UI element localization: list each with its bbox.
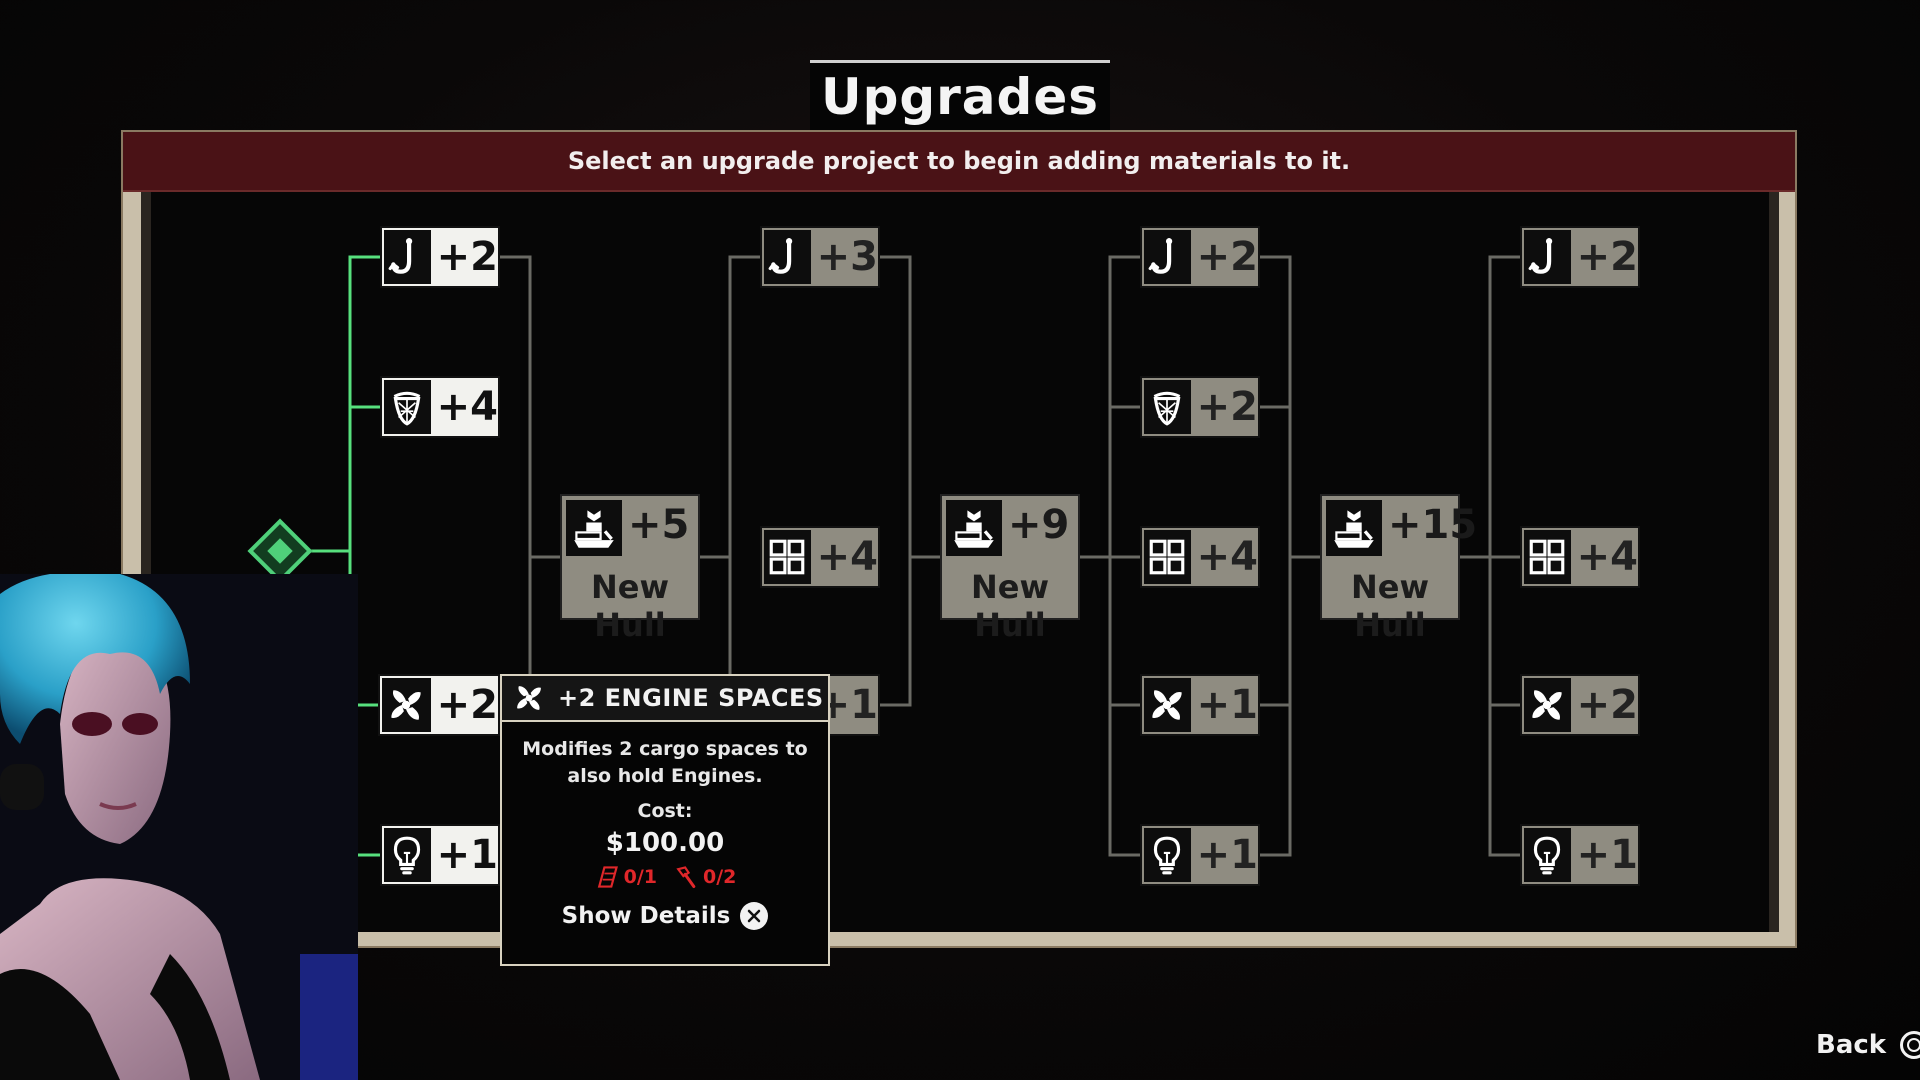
upgrade-node-net-slots[interactable]: +4 [380, 376, 500, 438]
ship-icon [1326, 500, 1382, 556]
page-title: Upgrades [820, 68, 1100, 126]
cost-label: Cost: [637, 800, 693, 822]
engine-fan-icon [1144, 678, 1191, 732]
upgrade-node-net-slots[interactable]: +2 [1140, 376, 1260, 438]
engine-fan-icon [512, 681, 546, 715]
hull-label: New Hull [970, 568, 1050, 644]
upgrade-node-rod-slots[interactable]: +2 [380, 226, 500, 288]
node-value: +1 [1576, 832, 1638, 878]
node-value: +2 [1196, 234, 1258, 280]
upgrade-node-rod-slots[interactable]: +2 [1520, 226, 1640, 288]
bolt-material-icon [673, 864, 699, 890]
node-value: +2 [1576, 234, 1638, 280]
tooltip-title: +2 ENGINE SPACES [558, 684, 824, 712]
streamer-webcam-overlay [0, 574, 358, 1080]
back-button[interactable]: Back [1816, 1030, 1920, 1060]
tooltip-header: +2 ENGINE SPACES [502, 676, 828, 722]
material-count: 0/2 [703, 866, 737, 888]
hull-label: New Hull [590, 568, 670, 644]
circle-button-icon [1900, 1031, 1920, 1059]
back-label: Back [1816, 1030, 1887, 1060]
instruction-banner: Select an upgrade project to begin addin… [123, 132, 1795, 192]
show-details-button[interactable]: Show Details [502, 902, 828, 930]
lightbulb-icon [384, 828, 431, 882]
upgrade-tooltip: +2 ENGINE SPACES Modifies 2 cargo spaces… [500, 674, 830, 966]
upgrade-node-light-slots[interactable]: +1 [1520, 824, 1640, 886]
cost-value: $100.00 [605, 828, 725, 858]
hook-icon [764, 230, 811, 284]
hull-label: New Hull [1350, 568, 1430, 644]
upgrade-node-rod-slots[interactable]: +3 [760, 226, 880, 288]
engine-fan-icon [382, 678, 431, 732]
hook-icon [1524, 230, 1571, 284]
upgrade-board: Select an upgrade project to begin addin… [121, 130, 1797, 948]
upgrade-node-new-hull-1[interactable]: +5 New Hull [560, 494, 700, 644]
engine-fan-icon [1524, 678, 1571, 732]
upgrade-node-grid-slots[interactable]: +4 [1520, 526, 1640, 588]
node-value: +1 [1196, 682, 1258, 728]
hull-value: +9 [1008, 502, 1070, 548]
node-value: +3 [816, 234, 878, 280]
hook-icon [384, 230, 431, 284]
ship-icon [566, 500, 622, 556]
lightbulb-icon [1524, 828, 1571, 882]
net-icon [1144, 380, 1191, 434]
node-value: +2 [436, 682, 498, 728]
material-count: 0/1 [623, 866, 657, 888]
hull-value: +5 [628, 502, 690, 548]
hook-icon [1144, 230, 1191, 284]
upgrade-node-grid-slots[interactable]: +4 [1140, 526, 1260, 588]
cross-button-icon [740, 902, 769, 930]
node-value: +2 [436, 234, 498, 280]
grid-icon [764, 530, 811, 584]
upgrade-node-grid-slots[interactable]: +4 [760, 526, 880, 588]
node-value: +4 [816, 534, 878, 580]
upgrade-node-light-slots[interactable]: +1 [380, 824, 500, 886]
node-value: +4 [1196, 534, 1258, 580]
node-value: +4 [1576, 534, 1638, 580]
upgrade-node-engine-slots[interactable]: +2 [1520, 674, 1640, 736]
instruction-text: Select an upgrade project to begin addin… [567, 147, 1351, 175]
upgrade-node-engine-slots[interactable]: +2 [378, 674, 500, 736]
node-value: +4 [436, 384, 498, 430]
node-value: +1 [436, 832, 498, 878]
ship-icon [946, 500, 1002, 556]
node-value: +2 [1576, 682, 1638, 728]
upgrade-node-new-hull-3[interactable]: +15 New Hull [1320, 494, 1477, 644]
show-details-label: Show Details [561, 903, 731, 929]
hull-value: +15 [1388, 502, 1478, 548]
upgrade-node-engine-slots[interactable]: +1 [1140, 674, 1260, 736]
node-value: +2 [1196, 384, 1258, 430]
cloth-material-icon [594, 864, 620, 890]
material-requirement: 0/1 [594, 864, 657, 890]
grid-icon [1524, 530, 1571, 584]
upgrade-node-new-hull-2[interactable]: +9 New Hull [940, 494, 1080, 644]
lightbulb-icon [1144, 828, 1191, 882]
node-value: +1 [1196, 832, 1258, 878]
title-plate: Upgrades [810, 60, 1110, 134]
tooltip-description: Modifies 2 cargo spaces to also hold Eng… [522, 738, 808, 787]
grid-icon [1144, 530, 1191, 584]
upgrade-node-rod-slots[interactable]: +2 [1140, 226, 1260, 288]
upgrade-node-light-slots[interactable]: +1 [1140, 824, 1260, 886]
net-icon [384, 380, 431, 434]
material-requirement: 0/2 [673, 864, 736, 890]
material-requirements: 0/1 0/2 [502, 864, 828, 890]
